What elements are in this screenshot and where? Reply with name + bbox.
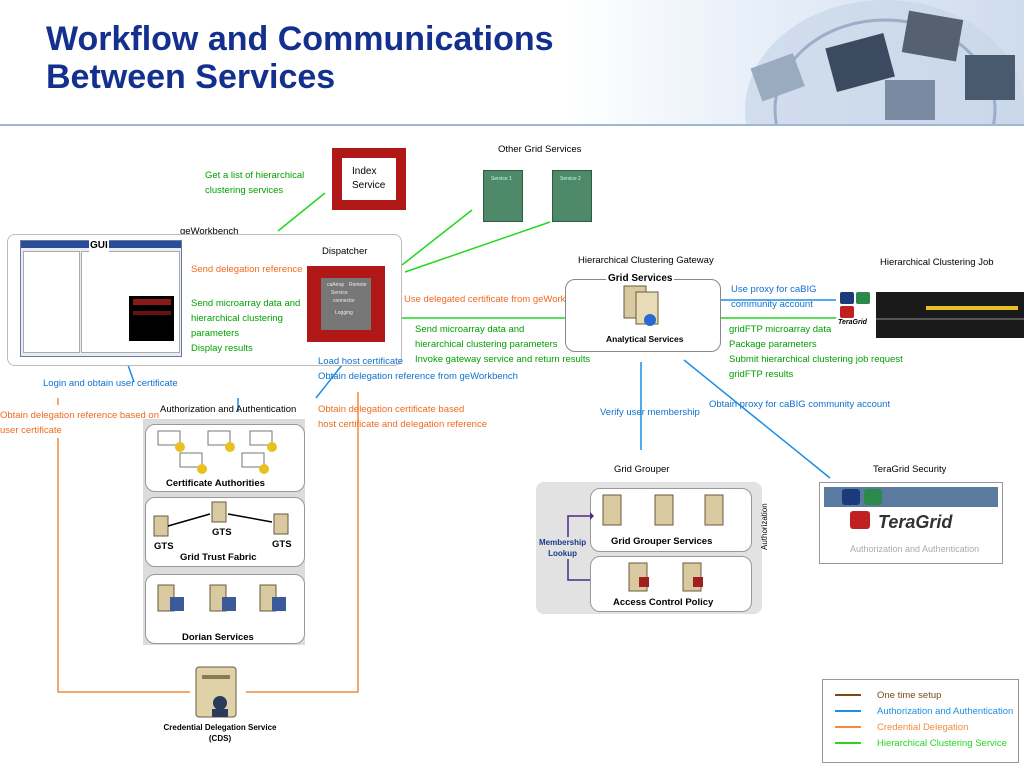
teragrid-logo-label: TeraGrid [878,512,953,532]
index-service-box: Index Service [332,148,406,210]
teragrid-security-label: TeraGrid Security [873,464,947,475]
gui-label: GUI [89,238,109,253]
legend-swatch [835,694,861,696]
geworkbench-label: geWorkbench [180,226,239,237]
grid-trust-fabric-label: Grid Trust Fabric [180,552,257,563]
access-control-server-icons [628,562,703,592]
teragrid-auth-label: Authorization and Authentication [850,544,980,554]
title-line-1: Workflow and Communications [46,20,554,58]
use-proxy-label: Use proxy for caBIG community account [731,284,817,310]
service-1-label: Service 1 [491,176,512,182]
grid-grouper-services-label: Grid Grouper Services [611,536,713,547]
gts-label-center: GTS [212,527,232,538]
get-list-label: Get a list of hierarchical clustering se… [205,170,305,196]
index-service-label: Index Service [352,166,386,191]
grid-services-label: Grid Services [606,271,675,286]
legend-swatch [835,710,861,712]
grid-trust-fabric-card: GTS GTS GTS Grid Trust Fabric [145,497,305,567]
access-control-policy-label: Access Control Policy [613,597,714,608]
dispatcher-inner-4: Logging [335,310,353,316]
dispatcher-inner-2: Service [331,290,348,296]
auth-title-label: Authorization and Authentication [160,404,297,415]
obtain-delegation-user-label: Obtain delegation reference based on use… [0,410,159,436]
use-delegated-label: Use delegated certificate from geWorkben… [404,294,592,305]
authorization-label: Authorization [760,503,769,550]
cert-authorities-card: Certificate Authorities [145,424,305,492]
login-label: Login and obtain user certificate [43,378,178,389]
service-2-label: Service 2 [560,176,581,182]
service-1-box: Service 1 [483,170,523,222]
server-icon [623,285,659,326]
membership-lookup-label: Membership Lookup [539,537,587,559]
hc-job-label: Hierarchical Clustering Job [880,257,994,268]
analytical-services-label: Analytical Services [606,334,684,344]
gts-label-right: GTS [272,539,292,550]
dorian-services-label: Dorian Services [182,632,254,643]
legend-swatch [835,742,861,744]
legend-label: One time setup [877,690,942,701]
send-microarray-label: Send microarray data and hierarchical cl… [191,298,301,354]
gts-server-icons [153,501,289,537]
service-2-box: Service 2 [552,170,592,222]
page-title: Workflow and Communications Between Serv… [46,20,554,96]
cds-label: Credential Delegation Service (CDS) [163,723,277,743]
certificate-icons [157,430,277,474]
dispatcher-box: caArray Remote Service connector Logging [307,266,385,342]
dispatcher-inner-3: connector [333,298,355,304]
legend-label: Credential Delegation [877,722,969,733]
teragrid-security-box: TeraGrid Authorization and Authenticatio… [819,482,1003,564]
gui-screenshot: GUI [20,238,182,357]
cluster-rack [876,292,1024,338]
teragrid-small-label: TeraGrid [838,319,867,326]
gts-label-left: GTS [154,541,174,552]
verify-membership-label: Verify user membership [600,407,700,418]
send-microarray-2-label: Send microarray data and hierarchical cl… [415,324,591,365]
globe-graphic [745,0,1024,124]
gridftp-label: gridFTP microarray data Package paramete… [729,324,903,380]
obtain-proxy-label: Obtain proxy for caBIG community account [709,399,891,410]
dispatcher-label: Dispatcher [322,246,368,257]
grid-grouper-services-card: Grid Grouper Services [590,488,752,552]
send-delegation-label: Send delegation reference [191,264,303,275]
other-grid-services-label: Other Grid Services [498,144,582,155]
cds-server-icon [195,666,237,718]
grid-grouper-server-icons [602,494,724,526]
dorian-server-icons [157,584,286,612]
dispatcher-inner-1: Remote [349,282,367,288]
obtain-delegation-host-label: Obtain delegation certificate based host… [318,404,487,430]
dispatcher-inner-0: caArray [327,282,345,288]
access-control-card: Access Control Policy [590,556,752,612]
header-divider [0,124,1024,126]
title-line-2: Between Services [46,58,336,96]
load-host-label: Load host certificate Obtain delegation … [318,356,518,382]
grid-grouper-title-label: Grid Grouper [614,464,670,475]
legend-swatch [835,726,861,728]
hc-gateway-label: Hierarchical Clustering Gateway [578,255,714,266]
dorian-services-card: Dorian Services [145,574,305,644]
legend-label: Authorization and Authentication [877,706,1014,717]
teragrid-small-logo: TeraGrid [836,290,876,332]
legend-label: Hierarchical Clustering Service [877,738,1007,749]
cert-authorities-label: Certificate Authorities [166,478,265,489]
